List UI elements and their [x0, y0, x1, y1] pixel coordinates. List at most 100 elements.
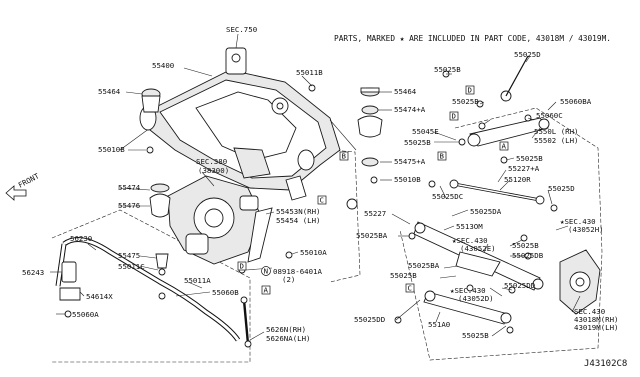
label-55025b-f: 55025B [462, 331, 489, 340]
label-08918: 08918-6401A [273, 267, 322, 276]
label-55025b-e: 55025B [512, 241, 539, 250]
callout-b-left: B [339, 152, 349, 161]
label-55025dc: 55025DC [432, 192, 463, 201]
label-55060a: 55060A [72, 310, 99, 319]
label-55502: 55502 (LH) [534, 136, 579, 145]
label-5626na: 5626NA(LH) [266, 334, 311, 343]
callout-d-mid: D [449, 112, 459, 121]
label-sec430-b: ★SEC.430 [560, 217, 596, 226]
callout-d-diff: D [237, 262, 247, 271]
svg-text:B: B [342, 152, 347, 161]
svg-text:B: B [440, 152, 445, 161]
mount-group-outline [329, 149, 361, 283]
label-55474a: 55474+A [394, 105, 426, 114]
callout-a-top: A [499, 142, 509, 151]
label-55025da: 55025DA [470, 207, 502, 216]
callout-b-right: B [437, 152, 447, 161]
label-55464-mid: 55464 [394, 87, 417, 96]
label-sec430-a: ★SEC.430 [452, 236, 488, 245]
label-5626n: 5626N(RH) [266, 325, 306, 334]
label-55025ba-left: 55025BA [356, 231, 388, 240]
callout-d-upper: D [465, 86, 475, 95]
label-55010b-mid: 55010B [394, 175, 421, 184]
label-55454: 55454 (LH) [276, 216, 321, 225]
fasteners [394, 70, 558, 334]
rear-suspension-member [119, 47, 358, 210]
front-label: FRONT [17, 171, 41, 190]
label-sec430-d: SEC.430 [574, 307, 605, 316]
label-55025b-b: 55025B [452, 97, 479, 106]
parts-note: PARTS, MARKED ★ ARE INCLUDED IN PART COD… [334, 34, 611, 43]
label-56243: 56243 [22, 268, 44, 277]
stabilizer-group-outline [51, 209, 251, 363]
label-55010a: 55010A [300, 248, 327, 257]
label-56230: 56230 [70, 234, 92, 243]
svg-text:C: C [320, 196, 324, 205]
label-55476: 55476 [118, 201, 140, 210]
label-55464-left: 55464 [98, 87, 121, 96]
label-sec430-c: ★SEC.430 [450, 286, 486, 295]
label-sec430-a-sub: (43052E) [460, 244, 496, 253]
diff-mount-insulator [149, 183, 171, 276]
link-group-outline [399, 107, 603, 361]
svg-text:D: D [452, 112, 456, 121]
label-55120r: 55120R [504, 175, 531, 184]
radius-rod [449, 179, 545, 205]
label-55400: 55400 [152, 61, 174, 70]
mount-insulator-left [141, 84, 316, 154]
leader-lines [50, 33, 581, 341]
label-55475-left: 55475 [118, 251, 140, 260]
label-sec380: SEC.380 [196, 157, 227, 166]
stabilizer-bar [55, 237, 241, 342]
label-55025dd-mid: 55025DD [504, 281, 535, 290]
label-55475a: 55475+A [394, 157, 426, 166]
label-551a0: 551A0 [428, 320, 450, 329]
label-55227: 55227 [364, 209, 386, 218]
label-55010b-left: 55010B [98, 145, 125, 154]
label-55060b: 55060B [212, 288, 239, 297]
label-sec430-b-sub: (43052H) [568, 225, 604, 234]
mount-insulator-upper [357, 87, 383, 184]
label-5550l: 5550L (RH) [534, 127, 579, 136]
lower-link-rear [413, 221, 544, 291]
lower-link-front [423, 290, 512, 325]
label-55045e: 55045E [412, 127, 439, 136]
diagram-reference-code: J43102C8 [584, 359, 627, 369]
svg-text:A: A [502, 142, 507, 151]
callout-a-bottom: A [261, 286, 271, 295]
label-sec380-sub: (38300) [198, 166, 229, 175]
label-08918-qty: (2) [282, 275, 295, 284]
differential-assembly [167, 175, 263, 265]
label-55011a: 55011A [184, 276, 211, 285]
label-55060c: 55060C [536, 111, 563, 120]
axle-housing-knuckle [559, 249, 601, 315]
label-55474: 55474 [118, 183, 141, 192]
svg-text:A: A [264, 286, 269, 295]
label-55025b-a: 55025B [404, 138, 431, 147]
label-55025b-top: 55025B [434, 65, 461, 74]
svg-text:N: N [264, 267, 268, 276]
label-55025d-top: 55025D [514, 50, 541, 59]
label-sec430-c-sub: (43052D) [458, 294, 494, 303]
label-55025d-right: 55025D [548, 184, 575, 193]
front-arrow-icon [5, 185, 27, 201]
callout-c-left: C [317, 196, 327, 205]
svg-text:D: D [468, 86, 472, 95]
label-55025ba-mid: 55025BA [408, 261, 440, 270]
svg-text:C: C [408, 284, 412, 293]
label-55025b-c: 55025B [516, 154, 543, 163]
label-55011b: 55011B [296, 68, 323, 77]
diff-mount-bracket [238, 207, 293, 274]
label-5513om: 5513OM [456, 222, 483, 231]
label-55011c: 55011C [118, 262, 145, 271]
label-sec430-d-lh: 43019M(LH) [574, 323, 619, 332]
label-55060ba: 55060BA [560, 97, 592, 106]
callout-c-right: C [405, 284, 415, 293]
callout-n: N [261, 266, 271, 276]
label-54614x: 54614X [86, 292, 113, 301]
label-sec430-d-rh: 43018M(RH) [574, 315, 619, 324]
upper-link [467, 55, 550, 147]
label-55227a: 55227+A [508, 164, 540, 173]
